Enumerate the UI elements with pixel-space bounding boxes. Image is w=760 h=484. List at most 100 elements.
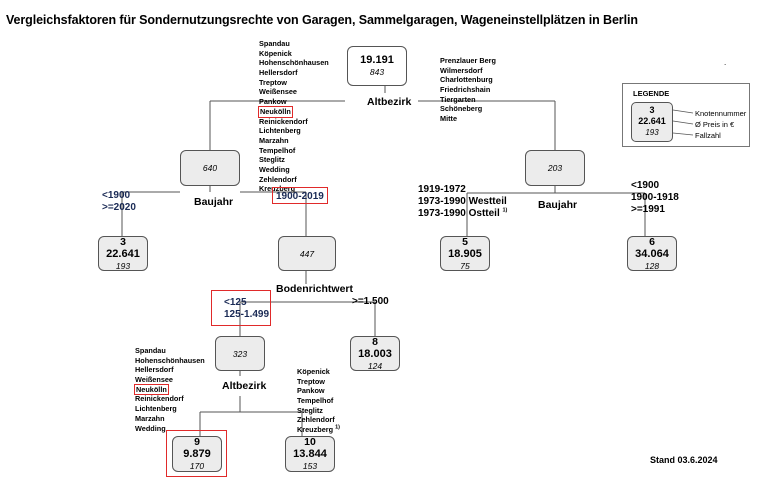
district-item: Kreuzberg — [297, 425, 334, 435]
condition-text: 1919-1972 — [418, 184, 466, 195]
district-item: Köpenick — [297, 367, 330, 376]
node-8: 8 18.003 124 — [350, 336, 400, 371]
legend-title: LEGENDE — [633, 89, 670, 98]
node-640: 640 — [180, 150, 240, 186]
legend-leader-lines — [672, 109, 694, 136]
node-203: 203 — [525, 150, 585, 186]
footnote-marker: 1) — [502, 207, 508, 214]
district-item: Reinickendorf — [259, 116, 308, 126]
highlight-frame — [272, 187, 328, 204]
node-6: 6 34.064 128 — [627, 236, 677, 271]
district-item: Weißensee — [135, 375, 173, 385]
split-right-cond-left: 1919-1972 1973-1990 Westteil 1973-1990 O… — [418, 184, 507, 220]
district-item-highlighted: Neukölln — [134, 383, 169, 396]
node-root-price: 19.191 — [360, 54, 394, 66]
legend-leader — [672, 120, 694, 125]
district-item: Mitte — [440, 114, 458, 124]
node-root-count: 843 — [369, 67, 385, 77]
legend-leader — [672, 109, 694, 114]
node-203-count: 203 — [547, 163, 563, 173]
node-10: 10 13.844 153 — [285, 436, 335, 472]
condition-text: <1900 — [631, 180, 660, 191]
district-item: Zehlendorf — [259, 174, 297, 184]
node-8-id: 8 — [372, 335, 378, 348]
node-root: 19.191 843 — [347, 46, 407, 86]
node-640-count: 640 — [202, 163, 218, 173]
condition-text: >=2020 — [102, 202, 136, 213]
node-3-count: 193 — [115, 260, 131, 271]
district-list-left: Spandau Köpenick Hohenschönhausen Heller… — [258, 39, 329, 194]
split-left-cond-right: 1900-2019 — [276, 191, 324, 202]
condition-text: <125 — [224, 297, 247, 308]
condition-text: <1900 — [102, 190, 131, 201]
district-item: Hellersdorf — [259, 68, 298, 78]
node-3: 3 22.641 193 — [98, 236, 148, 271]
condition-text: 125-1.499 — [224, 309, 270, 320]
split-boden-cond-right: >=1.500 — [352, 296, 389, 307]
stray-dot: . — [724, 58, 727, 67]
district-item: Kreuzberg — [259, 184, 296, 194]
district-item: Köpenick — [259, 48, 292, 58]
district-item: Spandau — [135, 346, 166, 355]
district-item: Wilmersdorf — [440, 65, 483, 75]
node-5-id: 5 — [462, 235, 468, 248]
district-item: Wedding — [259, 164, 290, 174]
legend-sample-price: 22.641 — [638, 116, 666, 126]
district-item: Weißensee — [259, 87, 297, 97]
split-boden-cond-left: <125 125-1.499 — [224, 297, 269, 321]
legend-label-price: Ø Preis in € — [695, 120, 735, 129]
node-3-id: 3 — [120, 235, 126, 248]
diagram-title: Vergleichsfaktoren für Sondernutzungsrec… — [6, 13, 638, 27]
district-item: Tempelhof — [259, 145, 296, 155]
district-item: Wedding — [135, 423, 166, 433]
highlight-frame — [211, 290, 271, 326]
district-item: Steglitz — [259, 155, 285, 165]
district-item: Hellersdorf — [135, 365, 174, 375]
node-6-id: 6 — [649, 235, 655, 248]
split-left-cond-left: <1900 >=2020 — [102, 190, 136, 214]
district-item: Prenzlauer Berg — [440, 56, 496, 65]
legend-sample-count: 193 — [645, 128, 659, 137]
split-right-label: Baujahr — [538, 199, 578, 211]
condition-text: >=1991 — [631, 204, 665, 215]
node-8-count: 124 — [367, 360, 383, 371]
stand-date: Stand 03.6.2024 — [650, 455, 718, 465]
node-10-price: 13.844 — [293, 448, 327, 460]
legend-leader — [672, 132, 694, 136]
district-item-highlighted: Neukölln — [258, 105, 293, 118]
district-item: Tiergarten — [440, 94, 476, 104]
node-9-count: 170 — [189, 461, 205, 471]
node-5-price: 18.905 — [448, 247, 482, 260]
district-item: Reinickendorf — [135, 394, 184, 404]
district-item: Marzahn — [135, 413, 165, 423]
footnote-marker: 1) — [335, 424, 341, 431]
district-list-alt2-right: Köpenick Treptow Pankow Tempelhof Stegli… — [297, 367, 340, 435]
district-item: Hohenschönhausen — [135, 355, 205, 365]
node-8-price: 18.003 — [358, 347, 392, 360]
district-item: Schöneberg — [440, 104, 483, 114]
node-5: 5 18.905 75 — [440, 236, 490, 271]
district-item: Lichtenberg — [259, 126, 301, 136]
node-9-id: 9 — [194, 436, 200, 448]
district-item: Friedrichshain — [440, 85, 491, 95]
node-10-count: 153 — [302, 461, 318, 471]
node-6-price: 34.064 — [635, 247, 669, 260]
district-list-alt2-left: Spandau Hohenschönhausen Hellersdorf Wei… — [134, 346, 205, 433]
node-9-price: 9.879 — [183, 448, 211, 460]
node-10-id: 10 — [304, 436, 316, 448]
node-3-price: 22.641 — [106, 247, 140, 260]
district-item: Spandau — [259, 39, 290, 48]
district-list-right: Prenzlauer Berg Wilmersdorf Charlottenbu… — [440, 56, 496, 124]
node-447: 447 — [278, 236, 336, 271]
district-item: Lichtenberg — [135, 404, 177, 414]
node-447-count: 447 — [299, 248, 315, 259]
node-323-count: 323 — [232, 348, 248, 359]
split-boden-label: Bodenrichtwert — [276, 283, 354, 295]
district-item: Steglitz — [297, 405, 323, 415]
node-323: 323 — [215, 336, 265, 371]
condition-text: 1900-1918 — [631, 192, 679, 203]
node-9: 9 9.879 170 — [172, 436, 222, 472]
district-item: Treptow — [259, 77, 287, 87]
district-item: Zehlendorf — [297, 415, 335, 425]
